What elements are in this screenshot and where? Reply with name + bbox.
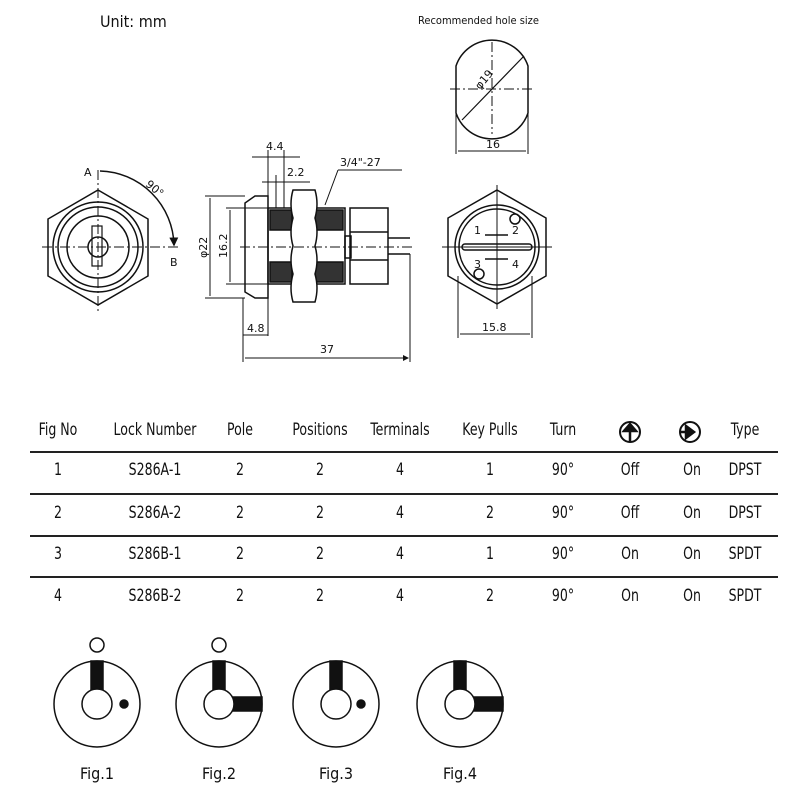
front-view: A B 90° xyxy=(42,166,179,312)
cell-up-position: Off xyxy=(620,460,640,480)
figure-4-label: Fig.4 xyxy=(443,764,477,783)
figure-1-label: Fig.1 xyxy=(80,764,114,783)
cell-key-pulls: 2 xyxy=(486,586,494,606)
figure-3-diagram xyxy=(292,660,380,748)
cell-turn: 90° xyxy=(551,586,575,606)
label-a: A xyxy=(84,166,92,179)
thread-label: 3/4"-27 xyxy=(340,156,381,169)
up-arrow-circle-icon xyxy=(619,421,641,443)
figure-4-diagram xyxy=(416,660,504,748)
cell-turn: 90° xyxy=(551,544,575,564)
cell-lock-number: S286A-1 xyxy=(128,460,182,480)
cell-right-position: On xyxy=(683,586,701,606)
cell-right-position: On xyxy=(683,503,701,523)
dim-37: 37 xyxy=(320,343,334,356)
header-type: Type xyxy=(730,420,760,440)
cell-positions: 2 xyxy=(316,544,324,564)
hole-size-view: φ19 16 xyxy=(450,39,534,154)
dim-4-8: 4.8 xyxy=(247,322,265,335)
header-divider xyxy=(30,451,778,453)
cell-type: DPST xyxy=(728,503,762,523)
hole-width: 16 xyxy=(486,138,500,151)
cell-positions: 2 xyxy=(316,460,324,480)
cell-up-position: On xyxy=(621,586,639,606)
terminal-3: 3 xyxy=(474,258,481,271)
cell-fig-no: 3 xyxy=(54,544,62,564)
dim-phi22: φ22 xyxy=(197,237,210,258)
angle-label: 90° xyxy=(143,178,166,200)
side-view: φ22 16.2 4.4 2.2 3/4"-27 4.8 37 xyxy=(197,140,412,362)
rear-view: 1 2 3 4 15.8 xyxy=(442,185,552,338)
dim-4-4: 4.4 xyxy=(266,140,284,153)
cell-type: SPDT xyxy=(728,544,762,564)
terminal-1: 1 xyxy=(474,224,481,237)
figure-2-label: Fig.2 xyxy=(202,764,236,783)
cell-type: DPST xyxy=(728,460,762,480)
cell-key-pulls: 1 xyxy=(486,460,494,480)
header-pole: Pole xyxy=(227,420,253,440)
cell-fig-no: 2 xyxy=(54,503,62,523)
figure-2-diagram xyxy=(175,637,263,748)
header-fig-no: Fig No xyxy=(38,420,78,440)
dim-16-2: 16.2 xyxy=(217,234,230,259)
cell-key-pulls: 2 xyxy=(486,503,494,523)
cell-terminals: 4 xyxy=(396,460,404,480)
cell-pole: 2 xyxy=(236,503,244,523)
cell-pole: 2 xyxy=(236,544,244,564)
cell-up-position: On xyxy=(621,544,639,564)
cell-terminals: 4 xyxy=(396,503,404,523)
row-divider xyxy=(30,493,778,495)
row-divider xyxy=(30,576,778,578)
cell-right-position: On xyxy=(683,544,701,564)
cell-pole: 2 xyxy=(236,586,244,606)
header-positions: Positions xyxy=(292,420,348,440)
row-divider xyxy=(30,535,778,537)
figure-3-label: Fig.3 xyxy=(319,764,353,783)
cell-right-position: On xyxy=(683,460,701,480)
hole-size-title: Recommended hole size xyxy=(418,14,539,27)
header-key-pulls: Key Pulls xyxy=(462,420,518,440)
cell-positions: 2 xyxy=(316,503,324,523)
figure-1-diagram xyxy=(53,637,141,748)
cell-terminals: 4 xyxy=(396,544,404,564)
cell-lock-number: S286A-2 xyxy=(128,503,182,523)
cell-fig-no: 4 xyxy=(54,586,62,606)
cell-turn: 90° xyxy=(551,503,575,523)
terminal-4: 4 xyxy=(512,258,519,271)
cell-up-position: Off xyxy=(620,503,640,523)
cell-fig-no: 1 xyxy=(54,460,62,480)
cell-key-pulls: 1 xyxy=(486,544,494,564)
cell-pole: 2 xyxy=(236,460,244,480)
cell-lock-number: S286B-1 xyxy=(128,544,182,564)
cell-terminals: 4 xyxy=(396,586,404,606)
right-arrow-circle-icon xyxy=(679,421,701,443)
cell-type: SPDT xyxy=(728,586,762,606)
cell-turn: 90° xyxy=(551,460,575,480)
terminal-2: 2 xyxy=(512,224,519,237)
header-terminals: Terminals xyxy=(370,420,430,440)
dim-2-2: 2.2 xyxy=(287,166,305,179)
cell-lock-number: S286B-2 xyxy=(128,586,182,606)
label-b: B xyxy=(170,256,178,269)
unit-label: Unit: mm xyxy=(100,12,167,31)
header-lock-number: Lock Number xyxy=(113,420,197,440)
header-turn: Turn xyxy=(549,420,577,440)
rear-width: 15.8 xyxy=(482,321,507,334)
cell-positions: 2 xyxy=(316,586,324,606)
